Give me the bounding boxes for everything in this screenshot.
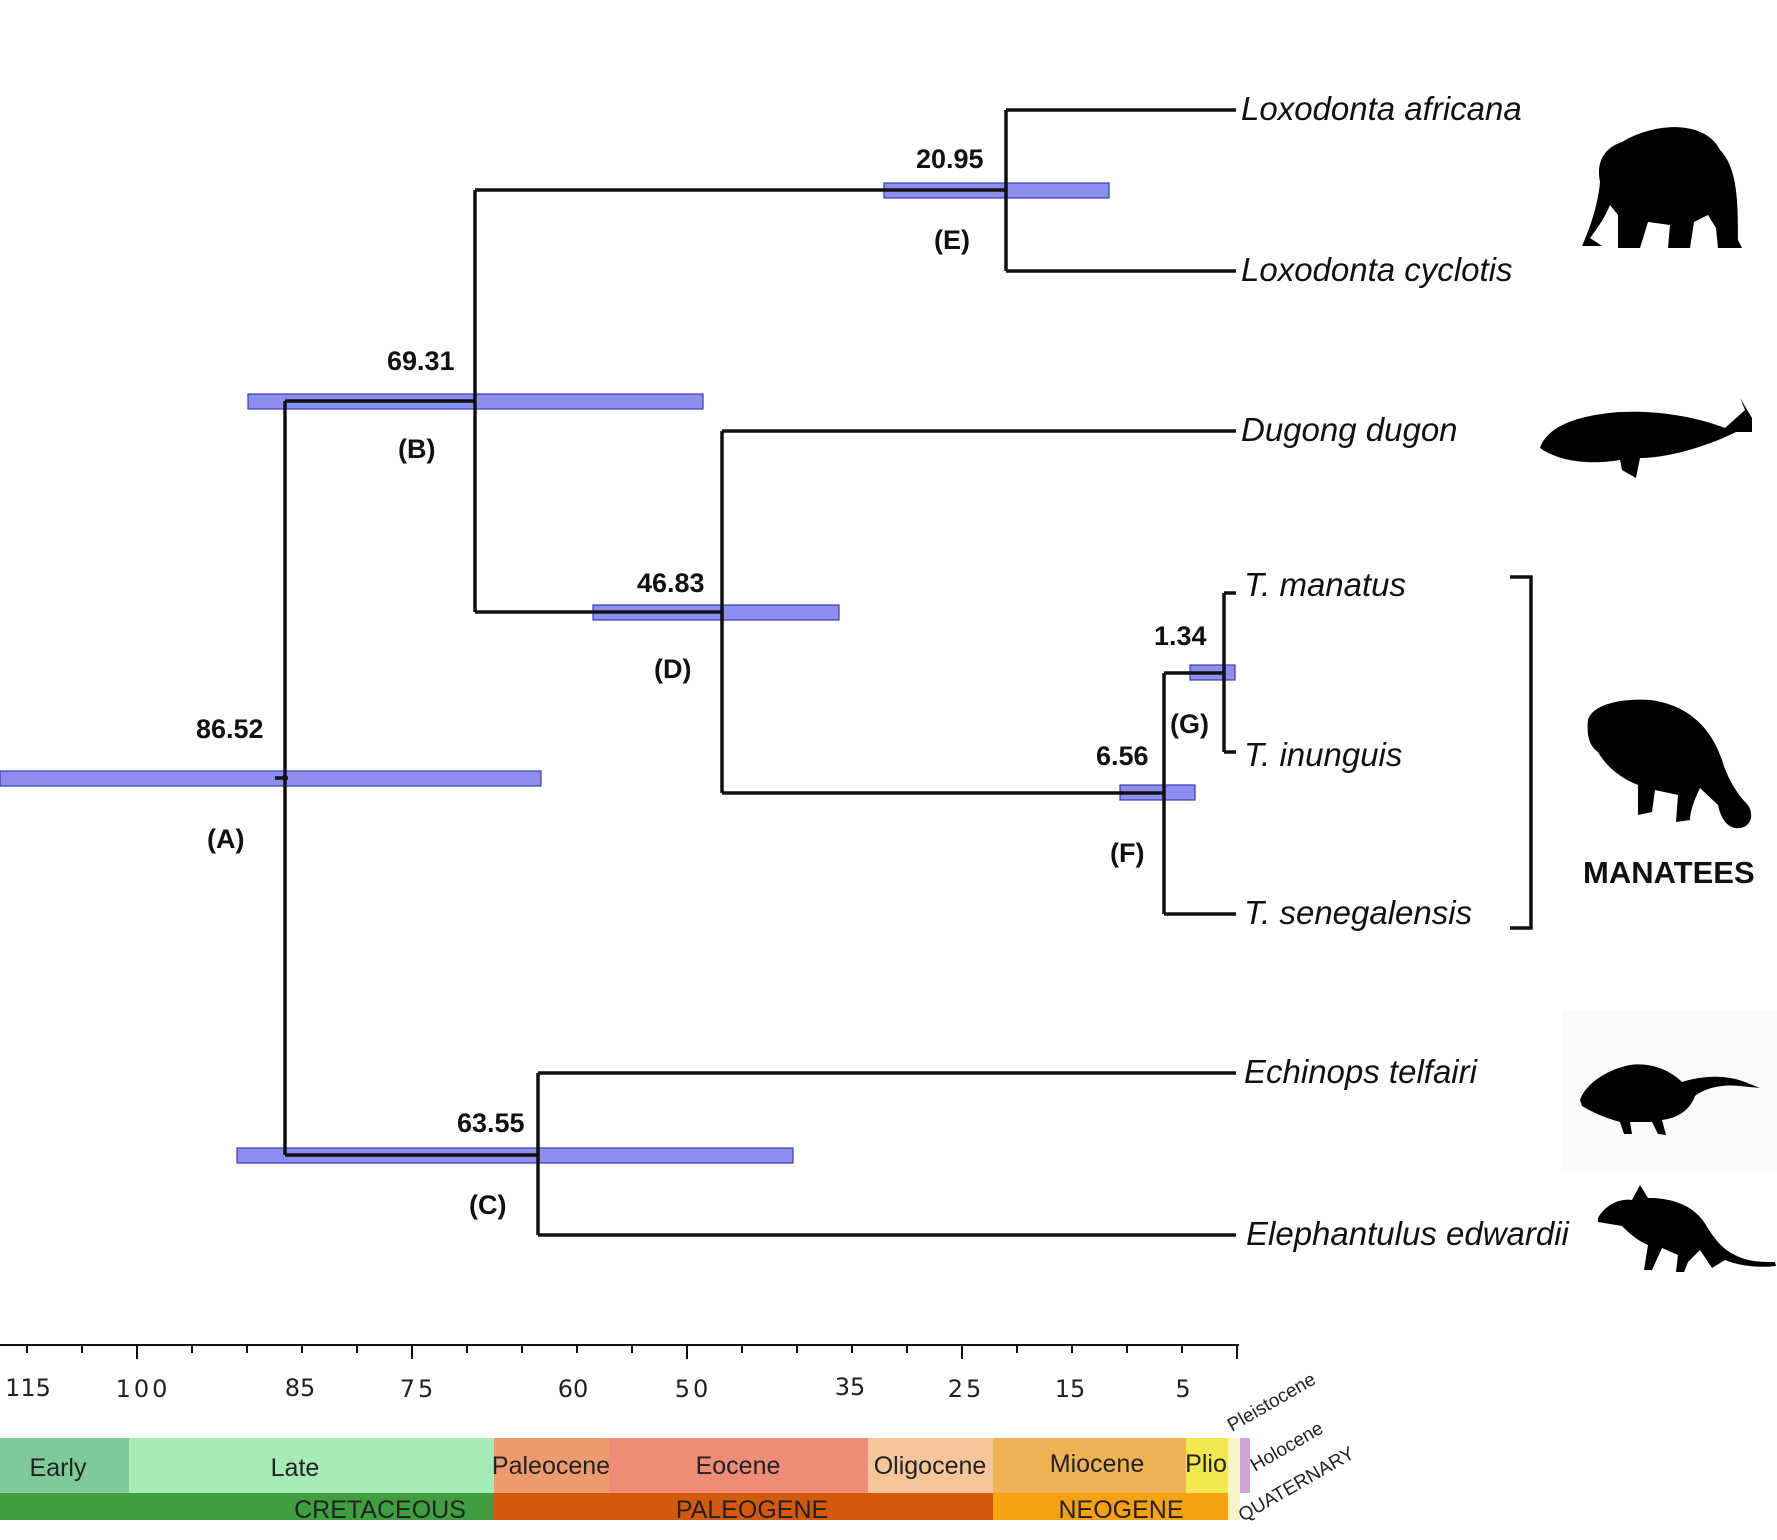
axis-ticks [26,1345,1238,1359]
epoch-label: Paleocene [492,1452,610,1480]
species-label: T. inunguis [1244,736,1402,773]
node-label-f: (F) [1110,838,1144,868]
manatees-bracket: MANATEES [1510,575,1755,930]
period-label: NEOGENE [1058,1496,1183,1524]
node-age-g: 1.34 [1154,621,1207,651]
manatee-icon [1587,699,1752,829]
epoch-eocene [609,1438,868,1493]
species-labels: Loxodonta africana Loxodonta cyclotis Du… [1241,90,1571,1252]
epoch-pleistocene [1228,1438,1240,1520]
period-label: CRETACEOUS [294,1496,466,1524]
species-label: Loxodonta cyclotis [1241,251,1513,288]
epoch-paleocene [494,1438,609,1493]
axis-tick-label: 35 [835,1373,866,1401]
manatees-label: MANATEES [1583,855,1755,890]
period-neogene [993,1493,1228,1520]
branch-d [475,431,724,793]
axis-tick-label: 50 [675,1375,712,1403]
tenrec-icon [1562,1010,1777,1170]
period-paleogene [494,1493,993,1520]
epoch-oligocene [868,1438,993,1493]
species-label: Loxodonta africana [1241,90,1522,127]
node-age-f: 6.56 [1096,741,1149,771]
epoch-holocene [1240,1438,1250,1493]
node-age-d: 46.83 [637,568,705,598]
axis-tick-label: 25 [948,1375,985,1403]
tree-branches [275,108,1236,1237]
epoch-early [0,1438,129,1493]
node-age-a: 86.52 [196,714,264,744]
bracket-line [1510,575,1533,930]
axis-tick-label: 100 [116,1375,171,1403]
time-axis: 115 100 85 75 60 50 35 25 15 5 [0,1344,1239,1403]
node-ages: 86.52 69.31 63.55 46.83 20.95 6.56 1.34 [196,144,1207,1138]
species-label: Elephantulus edwardii [1246,1215,1571,1252]
branch-b [285,190,477,612]
node-age-e: 20.95 [916,144,984,174]
epoch-late [129,1438,494,1493]
node-label-c: (C) [469,1190,506,1220]
species-label: T. manatus [1244,566,1406,603]
elephant-shrew-icon [1598,1185,1776,1272]
node-label-e: (E) [934,225,970,255]
dugong-icon [1540,398,1752,478]
node-age-b: 69.31 [387,346,455,376]
hpd-bars [0,182,1236,1164]
axis-tick-label: 5 [1175,1375,1190,1403]
node-age-c: 63.55 [457,1108,525,1138]
species-label: T. senegalensis [1244,894,1472,931]
node-label-g: (G) [1170,709,1209,739]
epoch-label: Late [271,1454,320,1482]
node-label-b: (B) [398,434,435,464]
axis-tick-label: 115 [5,1374,51,1402]
branch-c [285,1073,540,1235]
period-label: PALEOGENE [676,1496,828,1524]
axis-tick-label: 15 [1055,1375,1086,1403]
branch-a [275,401,288,1155]
branch-e [475,110,1008,271]
node-labels: (A) (B) (C) (D) (E) (F) (G) [207,225,1209,1220]
geologic-timescale: Early Late Paleocene Eocene Oligocene Mi… [0,1369,1359,1526]
node-label-a: (A) [207,824,244,854]
axis-tick-label: 75 [400,1375,437,1403]
epoch-label: Eocene [696,1452,781,1480]
hpd-bar-a [0,770,542,787]
period-cretaceous [0,1493,494,1520]
species-label: Dugong dugon [1241,411,1458,448]
species-label: Echinops telfairi [1244,1053,1479,1090]
node-label-d: (D) [654,654,691,684]
epoch-label: Miocene [1050,1450,1145,1478]
elephant-icon [1582,127,1742,248]
epoch-label: Early [30,1454,87,1482]
epoch-label: Oligocene [874,1452,987,1480]
axis-tick-label: 60 [558,1375,589,1403]
epoch-miocene [993,1438,1186,1493]
branch-f [722,673,1166,914]
axis-tick-label: 85 [285,1374,316,1402]
epoch-plio [1186,1438,1228,1493]
epoch-label: Plio [1185,1450,1227,1478]
tip-branches [538,108,1236,1237]
branch-g [1164,593,1226,752]
